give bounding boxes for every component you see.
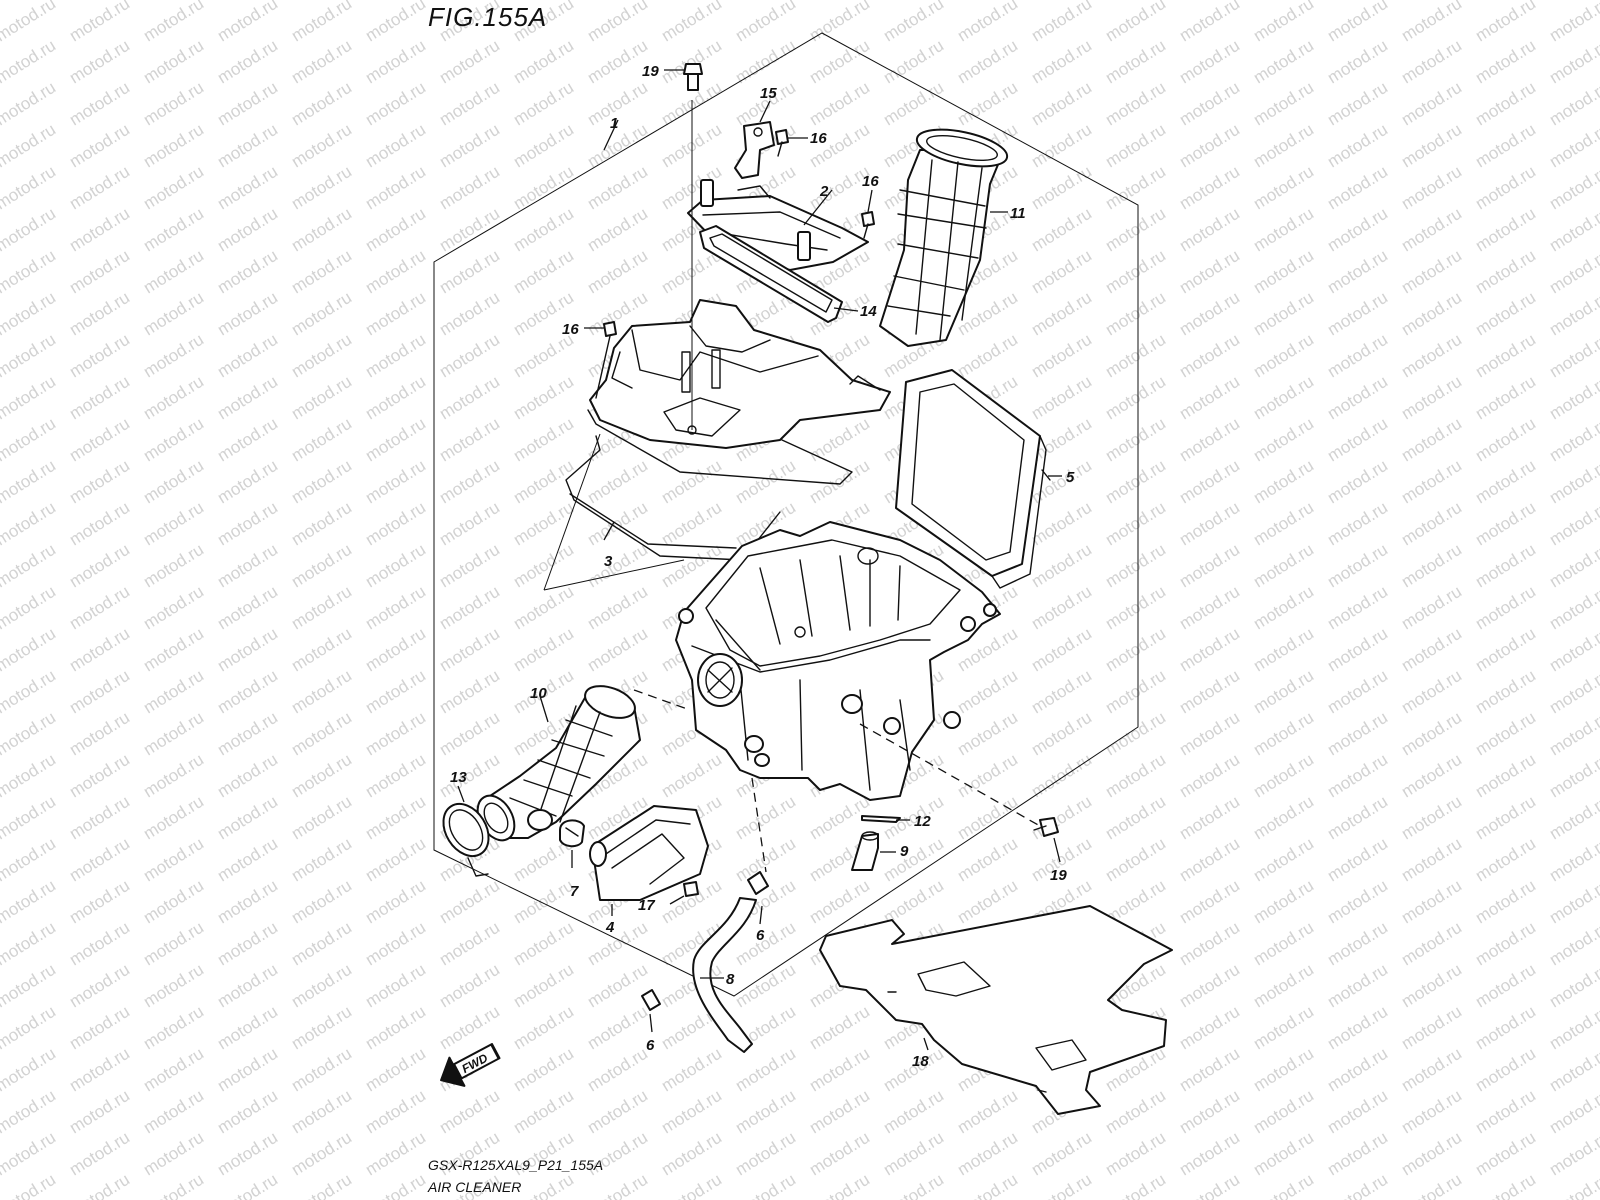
watermark-text: motod.ru [0,540,59,592]
part-6-hose-clips[interactable] [641,871,769,1033]
watermark-text: motod.ru [0,330,59,382]
watermark-text: motod.ru [0,960,59,1012]
part-11-funnel[interactable] [879,123,1010,347]
callout-18: 18 [912,1053,929,1070]
figure-title: FIG.155A [428,2,547,32]
part-16-screw-b[interactable] [861,189,875,239]
callout-17: 17 [638,897,655,914]
part-17-screw[interactable] [669,881,699,905]
watermark-text: motod.ru [0,876,59,928]
part-14-gasket[interactable] [699,225,859,323]
callout-19-top: 19 [642,63,659,80]
part-9-drain-plug[interactable] [851,831,896,871]
watermark-text: motod.ru [0,1128,59,1180]
watermark-text: motod.ru [0,708,59,760]
part-8-breather-hose[interactable] [692,897,757,1053]
part-15-bracket[interactable] [734,100,775,179]
watermark-text: motod.ru [0,666,59,718]
callout-labels: 1 2 3 4 5 6 6 7 8 9 10 11 12 13 14 15 16… [450,63,1075,1070]
callout-7: 7 [570,883,579,900]
callout-15: 15 [760,85,777,102]
callout-2: 2 [819,183,829,200]
callout-9: 9 [900,843,909,860]
part-5-filter-element[interactable] [895,369,1062,589]
watermark-text: motod.ru [0,78,59,130]
watermark-text: motod.ru [0,246,59,298]
part-19-bolt-top[interactable] [664,63,703,91]
callout-6-lower: 6 [646,1037,655,1054]
watermark-text: motod.ru [0,1002,59,1054]
callout-10: 10 [530,685,547,702]
part-16-screw-a[interactable] [775,129,808,157]
watermark-text: motod.ru [0,498,59,550]
part-1-air-cleaner-case[interactable] [603,119,1001,801]
callout-4: 4 [605,919,615,936]
callout-3: 3 [604,553,613,570]
callout-8: 8 [726,971,735,988]
watermark-text: motod.ru [1546,0,1600,45]
watermark-text: motod.ru [0,750,59,802]
part-3-upper-case[interactable] [565,299,891,561]
section-name: AIR CLEANER [427,1179,521,1195]
watermark-text: motod.ru [0,792,59,844]
assembly-boundary [433,32,1139,997]
part-4-resonator[interactable] [589,805,709,916]
watermark-text: motod.ru [0,120,59,172]
watermark-text: motod.ru [0,162,59,214]
watermark-text: motod.ru [0,1044,59,1096]
model-code: GSX-R125XAL9_P21_155A [428,1157,603,1173]
part-7-small-clamp[interactable] [559,819,585,868]
watermark-text: motod.ru [0,918,59,970]
watermark-text: motod.ru [0,456,59,508]
callout-13: 13 [450,769,467,786]
callout-5: 5 [1066,469,1075,486]
callout-19-lower: 19 [1050,867,1067,884]
watermark-text: motod.ru [0,36,59,88]
assembly-lines [543,100,1041,873]
watermark-text: motod.ru [0,1086,59,1138]
callout-16-a: 16 [810,130,827,147]
callout-12: 12 [914,813,931,830]
watermark-text: motod.ru [0,204,59,256]
watermark-text: motod.ru [0,834,59,886]
watermark-text: motod.ru [0,624,59,676]
watermark-text: motod.ru [0,288,59,340]
part-18-shield[interactable] [819,905,1173,1115]
callout-16-b: 16 [862,173,879,190]
watermark-text: motod.ru [0,414,59,466]
watermark-text: motod.ru [0,582,59,634]
callout-14: 14 [860,303,877,320]
callout-1: 1 [610,115,618,132]
part-12-clip[interactable] [861,815,910,823]
callout-16-c: 16 [562,321,579,338]
part-16-screw-c[interactable] [584,321,617,399]
callout-11: 11 [1010,205,1026,222]
watermark-text: motod.ru [0,372,59,424]
callout-6-upper: 6 [756,927,765,944]
part-13-clamp[interactable] [434,785,498,877]
fwd-arrow: FWD [440,1043,501,1087]
part-19-bolt-lower[interactable] [1033,817,1061,863]
